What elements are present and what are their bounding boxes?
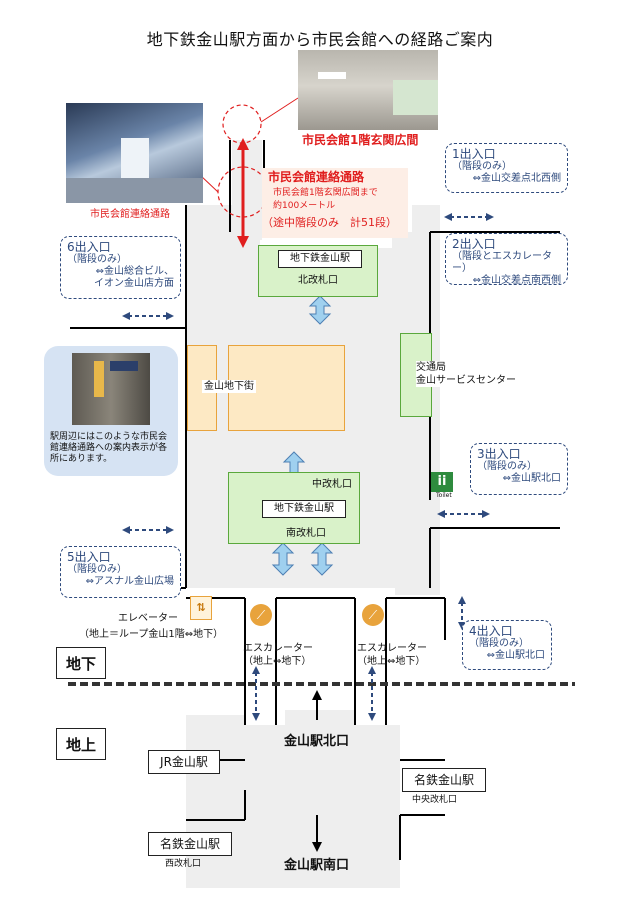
corridor-photo (66, 103, 203, 203)
north-gate-label: 北改札口 (298, 275, 338, 286)
exit-6-line3: イオン金山店方面 (94, 278, 174, 289)
hall-photo-caption: 市民会館1階玄関広間 (302, 133, 419, 147)
exit-6-line1: （階段のみ） (67, 254, 127, 265)
exit-4-name: 4出入口 (469, 624, 513, 638)
exit-4-line2: ⇔金山駅北口 (486, 650, 545, 661)
exit-3[interactable]: 3出入口 （階段のみ） ⇔金山駅北口 (470, 443, 568, 495)
escalator-icon: ⟋ (250, 604, 272, 626)
toilet-label: Toilet (436, 492, 452, 499)
connecting-corridor (232, 140, 262, 240)
south-station-label: 地下鉄金山駅 (262, 500, 346, 518)
ground-floor (186, 710, 400, 888)
escalator-icon: ⟋ (362, 604, 384, 626)
exit-5[interactable]: 5出入口 （階段のみ） ⇔アスナル金山広場 (60, 546, 181, 598)
exit-6[interactable]: 6出入口 （階段のみ） ⇔金山総合ビル、 イオン金山店方面 (60, 236, 181, 299)
route-title: 市民会館連絡通路 (268, 170, 365, 184)
exit-3-line1: （階段のみ） (477, 461, 537, 472)
escalator-right-label: エスカレーター (357, 643, 427, 654)
elevator-label: エレベーター (118, 613, 178, 624)
exit-3-line2: ⇔金山駅北口 (502, 473, 561, 484)
north-gate-station-label: 地下鉄金山駅 (278, 250, 362, 268)
sign-photo (72, 353, 150, 425)
escalator-left-label: エスカレーター (243, 643, 313, 654)
exit-5-line1: （階段のみ） (67, 564, 127, 575)
kanayama-north-label: 金山駅北口 (284, 734, 350, 749)
escalator-right-detail: （地上⇔地下） (357, 656, 426, 667)
route-line3: （途中階段のみ 計51段） (262, 216, 397, 229)
elevator-icon: ⇅ (190, 596, 212, 620)
meitetsu-left-label: 名鉄金山駅 (148, 832, 232, 856)
route-line1: 市民会館1階玄関広間まで (273, 188, 378, 198)
sign-caption: 駅周辺にはこのような市民会館連絡通路への案内表示が各所にあります。 (50, 432, 168, 464)
exit-3-name: 3出入口 (477, 447, 521, 461)
exit-1-name: 1出入口 (452, 147, 496, 161)
exit-5-name: 5出入口 (67, 550, 111, 564)
exit-6-line2: ⇔金山総合ビル、 (95, 266, 174, 277)
central-gate-label: 中央改札口 (412, 795, 458, 805)
level-ground-sign: 地上 (56, 728, 106, 760)
exit-2-line1: （階段とエスカレーター） (452, 251, 552, 274)
exit-1-line1: （階段のみ） (452, 161, 512, 172)
route-line2: 約100メートル (273, 201, 336, 211)
exit-2[interactable]: 2出入口 （階段とエスカレーター） ⇔金山交差点南西側 (445, 233, 568, 286)
underground-mall-label: 金山地下街 (202, 380, 256, 393)
exit-1[interactable]: 1出入口 （階段のみ） ⇔金山交差点北西側 (445, 143, 568, 193)
exit-4-line1: （階段のみ） (469, 638, 529, 649)
exit-2-name: 2出入口 (452, 237, 496, 251)
kanayama-south-label: 金山駅南口 (284, 858, 350, 873)
south-gate-label: 南改札口 (286, 528, 326, 539)
exit-5-line2: ⇔アスナル金山広場 (85, 576, 174, 587)
hall-photo (298, 50, 438, 130)
exit-1-line2: ⇔金山交差点北西側 (472, 173, 561, 184)
corridor-photo-caption: 市民会館連絡通路 (90, 209, 170, 220)
middle-gate-label: 中改札口 (312, 479, 352, 490)
exit-6-name: 6出入口 (67, 240, 111, 254)
level-underground-sign: 地下 (56, 647, 106, 679)
elevator-detail: （地上＝ループ金山1階⇔地下） (79, 629, 224, 640)
toilet-icon: ii (431, 472, 453, 492)
exit-2-line2: ⇔金山交差点南西側 (472, 275, 561, 286)
page-title: 地下鉄金山駅方面から市民会館への経路ご案内 (146, 30, 494, 49)
jr-station-label: JR金山駅 (148, 750, 220, 774)
escalator-left-detail: （地上⇔地下） (243, 656, 312, 667)
transport-bureau-label: 交通局 (416, 361, 446, 374)
service-center-label: 金山サービスセンター (416, 374, 516, 387)
west-gate-label: 西改札口 (165, 859, 202, 869)
route-info (262, 168, 408, 238)
meitetsu-right-label: 名鉄金山駅 (402, 768, 486, 792)
exit-4[interactable]: 4出入口 （階段のみ） ⇔金山駅北口 (462, 620, 552, 670)
